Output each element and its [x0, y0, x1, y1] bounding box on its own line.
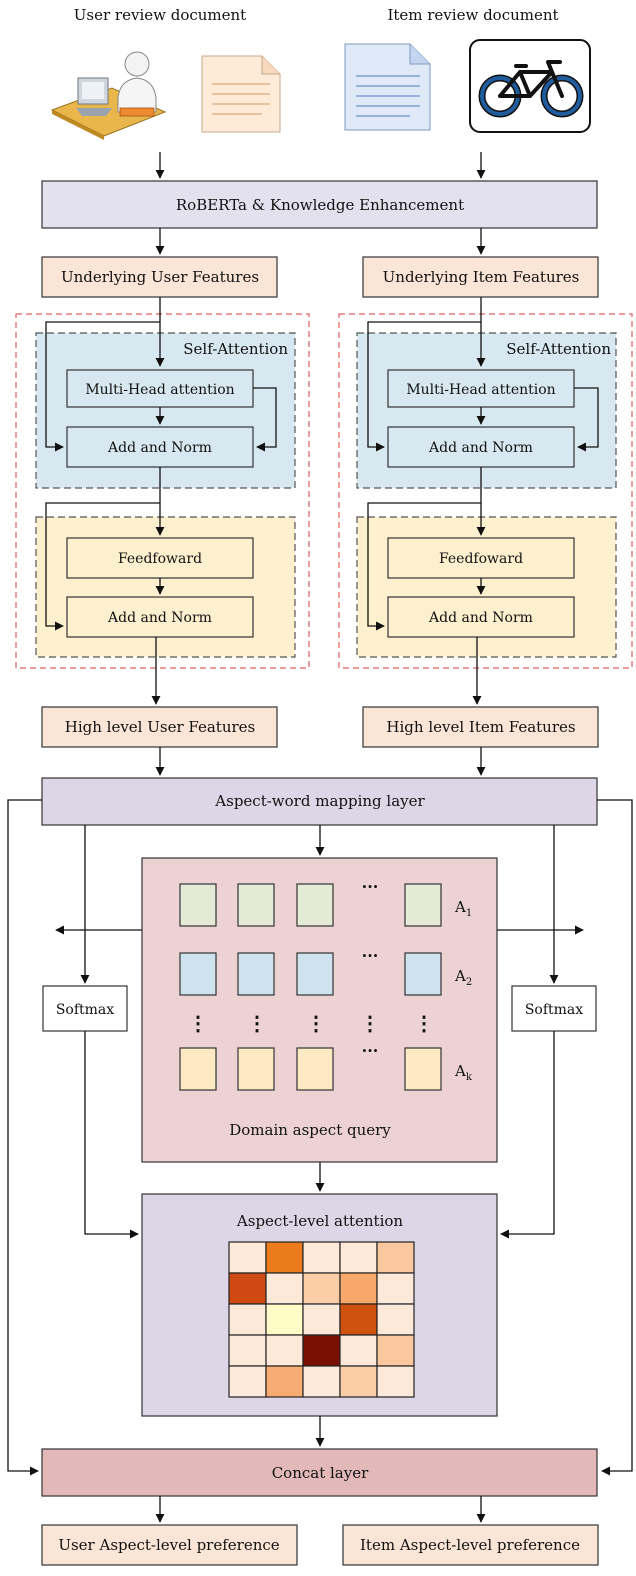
heatmap-cell — [339, 1303, 378, 1336]
item-aspect-level-preference-label: Item Aspect-level preference — [360, 1536, 580, 1554]
user-multi-head-label: Multi-Head attention — [85, 382, 234, 398]
ellipsis-label: ··· — [362, 1041, 379, 1060]
underlying-item-features-box — [362, 256, 599, 298]
aspect-query-grid: ···A1···A2···Ak⋮⋮⋮⋮⋮ — [179, 877, 473, 1091]
heatmap-cell — [265, 1272, 304, 1305]
aspect-embedding-cell — [296, 883, 334, 927]
heatmap-cell — [265, 1365, 304, 1398]
heatmap-cell — [228, 1334, 267, 1367]
attention-heatmap — [228, 1241, 415, 1398]
heatmap-cell — [376, 1334, 415, 1367]
user-preference-box — [41, 1524, 298, 1566]
heatmap-cell — [302, 1272, 341, 1305]
user-aspect-level-preference-label: User Aspect-level preference — [58, 1536, 279, 1554]
document-icon — [201, 55, 281, 133]
user-review-document-label: User review document — [74, 6, 246, 24]
heatmap-cell — [228, 1365, 267, 1398]
softmax-right-box — [511, 985, 597, 1032]
aspect-embedding-cell — [179, 883, 217, 927]
heatmap-cell — [302, 1241, 341, 1274]
aspect-embedding-cell — [404, 1047, 442, 1091]
item-self-attention-label: Self-Attention — [506, 340, 611, 358]
user-transformer-block: Self-Attention Multi-Head attention Add … — [15, 297, 310, 669]
heatmap-cell — [228, 1272, 267, 1305]
user-add-norm-2-label: Add and Norm — [107, 610, 212, 626]
softmax-right-label: Softmax — [525, 1002, 583, 1018]
aspect-embedding-cell — [296, 952, 334, 996]
concat-layer-box — [41, 1448, 598, 1497]
heatmap-cell — [302, 1303, 341, 1336]
underlying-user-features-box — [41, 256, 278, 298]
concat-layer-label: Concat layer — [272, 1464, 369, 1482]
high-level-item-features-label: High level Item Features — [386, 718, 575, 736]
aspect-embedding-cell — [179, 952, 217, 996]
aspect-embedding-cell — [237, 1047, 275, 1091]
softmax-left-label: Softmax — [56, 1002, 114, 1018]
aspect-embedding-cell — [404, 952, 442, 996]
user-add-norm-1-label: Add and Norm — [107, 440, 212, 456]
vertical-ellipsis: ⋮ — [414, 1011, 434, 1035]
heatmap-cell — [302, 1365, 341, 1398]
heatmap-cell — [265, 1241, 304, 1274]
item-feed-forward-label: Feedfoward — [439, 551, 523, 567]
flow-arrows — [155, 152, 486, 179]
heatmap-cell — [376, 1241, 415, 1274]
user-at-computer-icon — [50, 51, 167, 140]
item-add-norm-1-label: Add and Norm — [428, 440, 533, 456]
softmax-left-box — [42, 985, 128, 1032]
aspect-embedding-cell — [179, 1047, 217, 1091]
aspect-level-attention-label: Aspect-level attention — [236, 1212, 403, 1230]
vertical-ellipsis: ⋮ — [306, 1011, 326, 1035]
user-feed-forward-label: Feedfoward — [118, 551, 202, 567]
heatmap-cell — [376, 1365, 415, 1398]
item-transformer-block: Self-Attention Multi-Head attention Add … — [338, 297, 633, 669]
heatmap-cell — [265, 1303, 304, 1336]
vertical-ellipsis: ⋮ — [360, 1011, 380, 1035]
item-review-document-label: Item review document — [387, 6, 558, 24]
heatmap-cell — [228, 1241, 267, 1274]
heatmap-cell — [265, 1334, 304, 1367]
bicycle-icon — [469, 39, 591, 133]
aspect-embedding-cell — [237, 883, 275, 927]
heatmap-cell — [339, 1272, 378, 1305]
aspect-embedding-cell — [404, 883, 442, 927]
encoder-box — [41, 180, 598, 229]
document-icon — [344, 43, 431, 131]
item-multi-head-label: Multi-Head attention — [406, 382, 555, 398]
item-add-norm-2-label: Add and Norm — [428, 610, 533, 626]
high-level-user-features-box — [41, 706, 278, 748]
item-preference-box — [342, 1524, 599, 1566]
heatmap-cell — [228, 1303, 267, 1336]
user-self-attention-label: Self-Attention — [183, 340, 288, 358]
aspect-embedding-cell — [237, 952, 275, 996]
ellipsis-label: ··· — [362, 877, 379, 896]
underlying-user-features-label: Underlying User Features — [61, 268, 259, 286]
domain-aspect-query-label: Domain aspect query — [229, 1121, 391, 1139]
high-level-user-features-label: High level User Features — [65, 718, 256, 736]
aspect-embedding-cell — [296, 1047, 334, 1091]
aspect-word-mapping-layer-label: Aspect-word mapping layer — [214, 792, 425, 810]
heatmap-cell — [339, 1334, 378, 1367]
vertical-ellipsis: ⋮ — [247, 1011, 267, 1035]
aspect-word-mapping-layer-box — [41, 777, 598, 826]
heatmap-cell — [339, 1241, 378, 1274]
heatmap-cell — [339, 1365, 378, 1398]
heatmap-cell — [376, 1303, 415, 1336]
vertical-ellipsis: ⋮ — [188, 1011, 208, 1035]
underlying-item-features-label: Underlying Item Features — [383, 268, 580, 286]
encoder-label: RoBERTa & Knowledge Enhancement — [176, 196, 464, 214]
heatmap-cell — [302, 1334, 341, 1367]
heatmap-cell — [376, 1272, 415, 1305]
ellipsis-label: ··· — [362, 946, 379, 965]
